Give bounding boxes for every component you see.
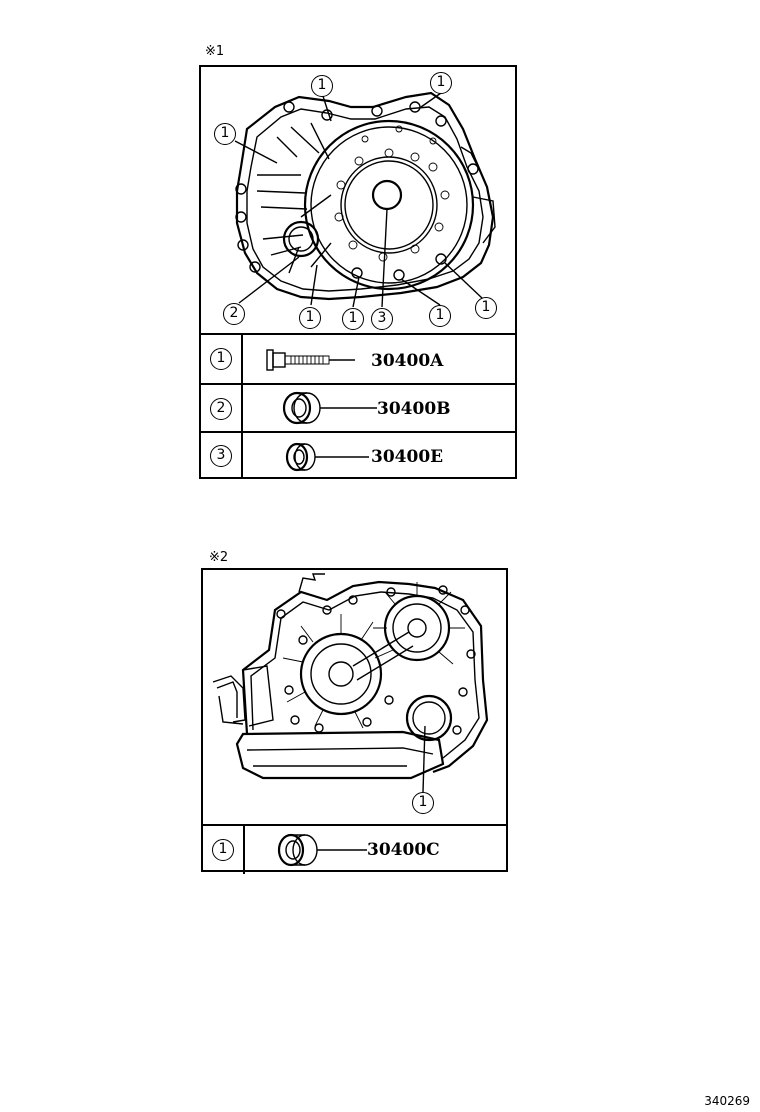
- part-number-marker: 1: [212, 839, 234, 861]
- callout-marker: 1: [299, 307, 321, 329]
- part-number-label: 30400E: [371, 447, 444, 467]
- section-2-note: ※2: [209, 550, 229, 565]
- part-row: 1 30400C: [203, 824, 506, 874]
- section-2-frame: 1 1 30400C: [201, 568, 508, 874]
- callout-marker: 1: [429, 305, 451, 327]
- callout-marker: 2: [223, 303, 245, 325]
- callout-marker: 1: [342, 308, 364, 330]
- part-row: 3 30400E: [201, 431, 515, 479]
- bearing-icon: [282, 391, 377, 425]
- part-number-label: 30400C: [367, 840, 440, 860]
- callout-marker: 1: [430, 72, 452, 94]
- part-number-marker: 1: [210, 348, 232, 370]
- part-row: 1 30400A: [201, 333, 515, 385]
- section-1-frame: 1 1 1 2 1 1 3 1 1 1 30400A 2 30400B: [199, 65, 517, 479]
- diagram-code: 340269: [704, 1094, 750, 1108]
- bearing-icon: [277, 833, 367, 867]
- callout-marker: 1: [412, 792, 434, 814]
- callout-marker: 1: [214, 123, 236, 145]
- callout-marker: 1: [311, 75, 333, 97]
- part-number-marker: 2: [210, 398, 232, 420]
- oil-seal-icon: [285, 442, 369, 472]
- transaxle-front-drawing: [234, 91, 496, 308]
- part-row: 2 30400B: [201, 383, 515, 433]
- part-number-label: 30400B: [377, 399, 451, 419]
- callout-marker: 1: [475, 297, 497, 319]
- part-number-label: 30400A: [371, 351, 444, 371]
- transaxle-rear-drawing: [212, 573, 489, 793]
- bolt-icon: [266, 349, 355, 371]
- section-1-note: ※1: [205, 44, 225, 59]
- part-number-marker: 3: [210, 445, 232, 467]
- callout-marker: 3: [371, 308, 393, 330]
